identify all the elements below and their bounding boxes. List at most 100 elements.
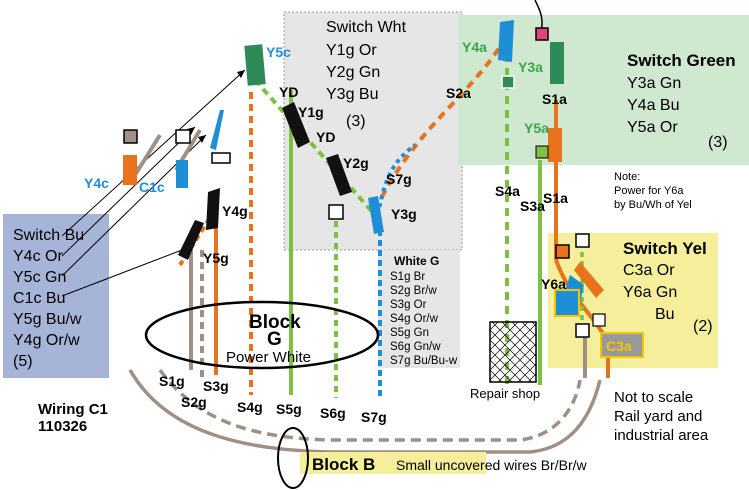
label-y5a: Y5a xyxy=(524,120,549,136)
switch-y6a-orange xyxy=(574,262,604,298)
wiring-date: 110326 xyxy=(38,418,87,435)
switch-y1g xyxy=(282,102,310,148)
switch-wht-count: (3) xyxy=(346,113,366,130)
label-s1g: S1g xyxy=(159,373,185,389)
switch-y3a xyxy=(550,42,564,84)
switch-y5a-block xyxy=(535,145,549,159)
label-s1a-top: S1a xyxy=(542,91,567,107)
label-y3g: Y3g xyxy=(391,206,417,222)
arrow-y4c xyxy=(61,126,196,257)
switch-green-line-2: Y5a Or xyxy=(627,119,678,136)
label-y4g: Y4g xyxy=(222,203,248,219)
switch-yel-line-2: Bu xyxy=(655,306,675,323)
switch-y4c xyxy=(123,155,137,185)
block-g-title: Block xyxy=(249,312,301,333)
label-y1g: Y1g xyxy=(298,104,324,120)
switch-y3g xyxy=(368,196,384,234)
arrowhead-y5c xyxy=(237,70,245,78)
block-g-ellipse xyxy=(144,300,380,370)
wiring-title: Wiring C1 xyxy=(38,401,108,418)
switch-y4c-block xyxy=(123,129,138,144)
switch-c1c-blue xyxy=(210,110,224,150)
switch-wht-line-2: Y2g Gn xyxy=(326,64,380,81)
label-s4a: S4a xyxy=(495,183,520,199)
label-y4c: Y4c xyxy=(84,175,109,191)
switch-green-line-0: Y3a Gn xyxy=(627,75,681,92)
switch-y3a-block xyxy=(535,27,549,41)
white-g-line-2: S3g Or xyxy=(390,299,427,311)
switch-c3a-frame xyxy=(600,332,644,358)
switch-c3a xyxy=(601,333,643,357)
note-line-0: Note: xyxy=(614,171,640,183)
switch-bu-line-2: Y5c Gn xyxy=(13,269,66,286)
label-y5g: Y5g xyxy=(203,250,229,266)
track-s2a xyxy=(373,26,514,211)
white-g-line-1: S2g Br/w xyxy=(390,285,437,297)
switch-y6a-block-top2 xyxy=(575,233,590,248)
label-yd-2: YD xyxy=(316,129,335,145)
switch-c3a-block-left xyxy=(575,323,590,338)
switch-yel-line-0: C3a Or xyxy=(623,262,675,279)
not-to-scale-1: Rail yard and xyxy=(614,408,702,425)
switch-y6a-block-top xyxy=(555,244,570,259)
switch-bu-line-3: C1c Bu xyxy=(13,290,65,307)
switch-y4c-rail xyxy=(133,133,162,177)
note-line-2: by Bu/Wh of Yel xyxy=(614,199,692,211)
label-y6a: Y6a xyxy=(541,276,566,292)
switch-y5a xyxy=(548,128,562,162)
switch-y2g xyxy=(326,154,352,196)
switch-wht-line-1: Y1g Or xyxy=(326,42,377,59)
label-c1c: C1c xyxy=(139,179,165,195)
label-s2g: S2g xyxy=(181,394,207,410)
switch-y4g xyxy=(206,188,220,230)
label-s1a-mid: S1a xyxy=(543,190,568,206)
white-g-box xyxy=(378,250,460,368)
white-g-line-6: S7g Bu/Bu-w xyxy=(390,355,458,367)
block-b-ring xyxy=(277,427,309,489)
switch-green-line-1: Y4a Bu xyxy=(627,97,679,114)
switch-bu-line-4: Y5g Bu/w xyxy=(13,311,82,328)
note-line-1: Power for Y6a xyxy=(614,185,684,197)
label-s2a: S2a xyxy=(446,85,471,101)
block-b-title: Block B xyxy=(312,455,375,474)
repair-shop-label: Repair shop xyxy=(470,386,540,401)
switch-green-count: (3) xyxy=(708,134,728,151)
switch-c1c-block xyxy=(175,129,191,144)
switch-c1c-block2 xyxy=(211,152,231,164)
switch-yel-line-1: Y6a Gn xyxy=(623,284,677,301)
not-to-scale-0: Not to scale xyxy=(614,389,693,406)
label-s7g-top: S7g xyxy=(386,171,412,187)
white-g-line-0: S1g Br xyxy=(390,271,425,283)
block-b-loop-inner xyxy=(158,368,582,442)
arrowhead-y4c xyxy=(187,127,195,135)
switch-bu-box xyxy=(3,214,109,378)
label-y3a: Y3a xyxy=(518,59,543,75)
switch-c3a-block-mid xyxy=(592,313,606,327)
switch-y4a-block xyxy=(501,75,515,89)
switch-y6a-frame xyxy=(554,289,580,317)
switch-y4a xyxy=(498,20,514,62)
switch-wht-line-0: Switch Wht xyxy=(326,19,407,36)
block-b-sub: Small uncovered wires Br/Br/w xyxy=(396,457,588,473)
switch-bu-count: (5) xyxy=(13,353,33,370)
track-s7g-curve xyxy=(376,143,417,216)
switch-c1c xyxy=(176,160,188,188)
track-y5c-diag xyxy=(253,78,377,217)
switch-y2g-block xyxy=(328,204,344,220)
label-yd-1: YD xyxy=(279,84,298,100)
block-g-letter: G xyxy=(267,329,282,350)
label-s6g: S6g xyxy=(320,405,346,421)
white-g-title: White G xyxy=(394,254,439,268)
arrowhead-c1c xyxy=(198,135,206,143)
label-s3a: S3a xyxy=(520,198,545,214)
switch-y5c xyxy=(244,44,266,86)
switch-bu-line-5: Y4g Or/w xyxy=(13,332,80,349)
label-y2g: Y2g xyxy=(343,155,369,171)
switch-bu-line-1: Y4c Or xyxy=(13,248,63,265)
white-g-line-3: S4g Or/w xyxy=(390,313,439,325)
label-y4a: Y4a xyxy=(462,39,487,55)
label-s5g: S5g xyxy=(276,401,302,417)
label-y5c: Y5c xyxy=(266,44,291,60)
switch-wht-line-3: Y3g Bu xyxy=(326,86,378,103)
